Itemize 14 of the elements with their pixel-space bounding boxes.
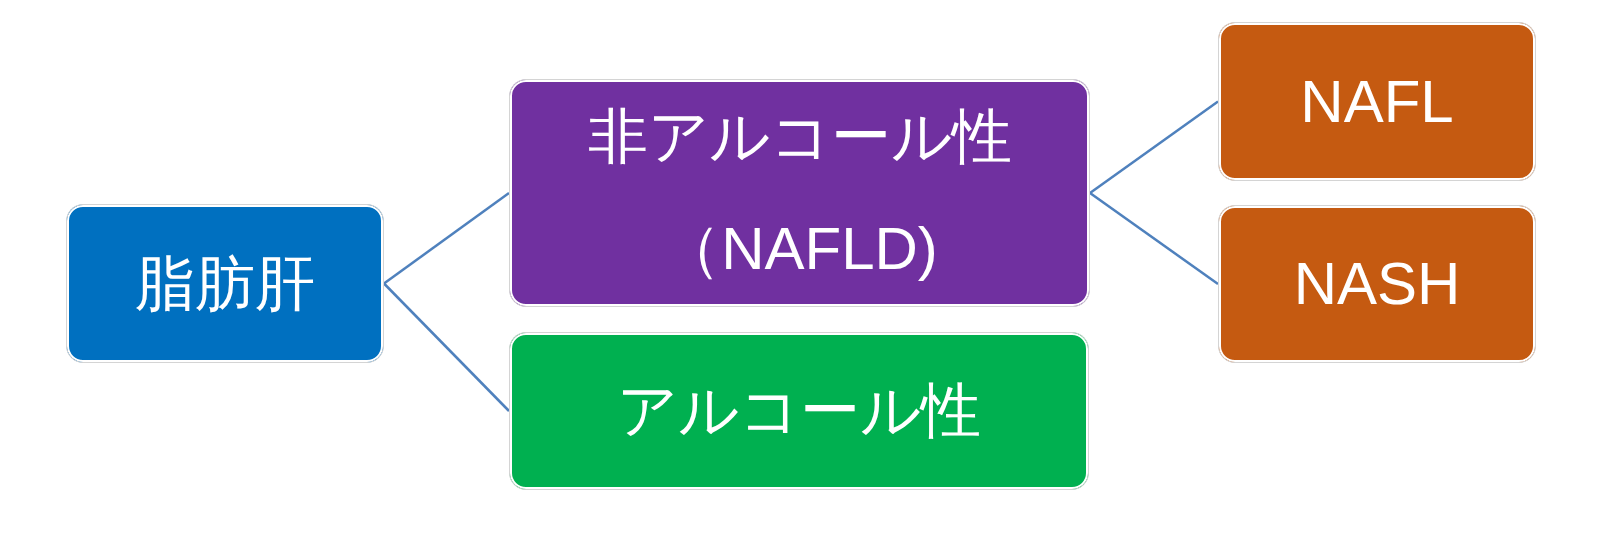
category-box [66, 204, 384, 363]
box-label: NASH [1293, 249, 1461, 319]
connector-line [383, 192, 510, 285]
box-label: 脂肪肝 [135, 248, 315, 319]
connector-line [1089, 192, 1219, 285]
category-box [1218, 205, 1536, 363]
category-box [509, 332, 1089, 490]
box-label: アルコール性 [617, 376, 981, 446]
category-box [1218, 22, 1536, 181]
category-box [509, 79, 1090, 307]
connector-line [1089, 100, 1219, 194]
box-label: 非アルコール性（NAFLD) [586, 102, 1013, 284]
connector-line [383, 282, 510, 412]
box-label: NAFL [1300, 66, 1454, 137]
